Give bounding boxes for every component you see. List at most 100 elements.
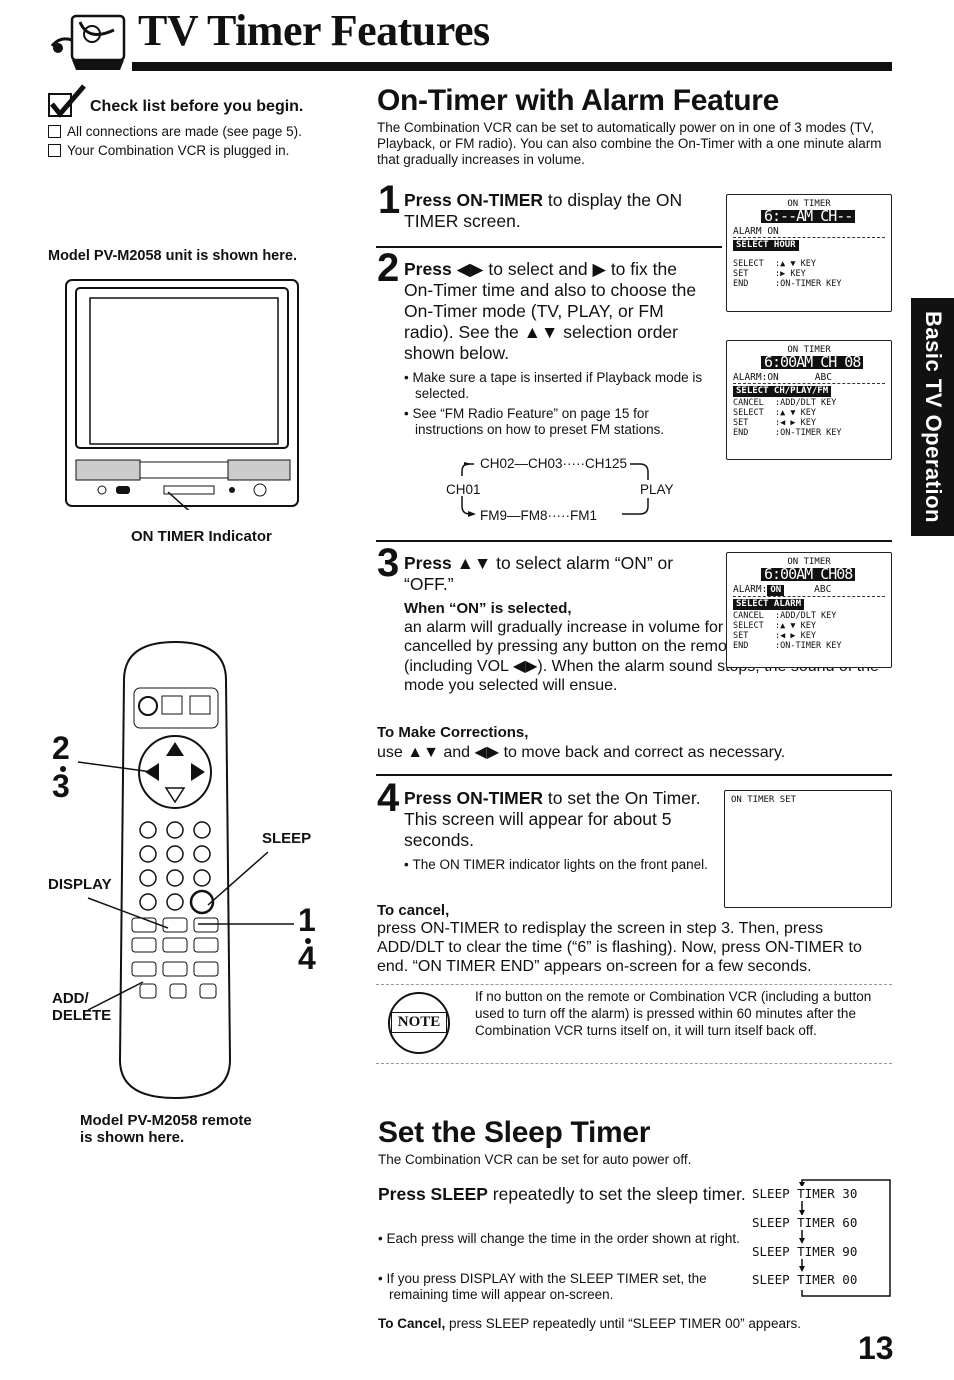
- osd-key-row: SELECT:▲ ▼ KEY: [733, 259, 816, 269]
- step-4-text: Press ON-TIMER to set the On Timer. This…: [404, 788, 701, 850]
- corrections-rule: [376, 774, 892, 776]
- header-tv-icon: [50, 8, 132, 74]
- unit-model-caption: Model PV-M2058 unit is shown here.: [48, 248, 297, 264]
- sleep-instruction: Press SLEEP repeatedly to set the sleep …: [378, 1184, 746, 1204]
- sleep-sequence-item: SLEEP TIMER 30: [752, 1186, 858, 1201]
- on-timer-heading: On-Timer with Alarm Feature: [377, 84, 779, 117]
- checkbox-icon: [48, 125, 61, 138]
- remote-step-3-label: 3: [52, 768, 70, 804]
- tv-unit-illustration: [64, 278, 300, 525]
- sleep-bullet: If you press DISPLAY with the SLEEP TIME…: [378, 1271, 748, 1303]
- cancel-heading: To cancel,: [377, 902, 450, 919]
- left-right-arrow-icon: ◀▶: [474, 744, 500, 761]
- osd-title: ON TIMER: [787, 199, 831, 209]
- remote-step-dot: [305, 938, 311, 944]
- sleep-bullet: Each press will change the time in the o…: [378, 1231, 748, 1247]
- osd-on-timer-set-screen: ON TIMER SET: [724, 790, 892, 908]
- order-right: PLAY: [640, 482, 674, 497]
- selection-order-diagram: CH02—CH03·····CH125 CH01 PLAY FM9—FM8···…: [444, 452, 694, 523]
- on-timer-intro: The Combination VCR can be set to automa…: [377, 120, 882, 167]
- step-1-rule: [376, 246, 722, 248]
- osd-key-row: SET:▶ KEY: [733, 269, 806, 279]
- page-title: TV Timer Features: [138, 6, 490, 55]
- step-2-bullet: See “FM Radio Feature” on page 15 for in…: [404, 406, 704, 438]
- page-number: 13: [858, 1330, 894, 1366]
- note-badge-label: NOTE: [391, 1012, 447, 1033]
- checkbox-icon: [48, 144, 61, 157]
- right-arrow-icon: ▶: [592, 259, 606, 279]
- cancel-text: press ON-TIMER to redisplay the screen i…: [377, 920, 862, 975]
- osd-key-row: END:ON-TIMER KEY: [733, 428, 842, 438]
- step-3-text: Press ▲▼ to select alarm “ON” or “OFF.”: [404, 553, 674, 594]
- checklist-item: All connections are made (see page 5).: [48, 124, 338, 139]
- osd-key-row: SET:◀ ▶ KEY: [733, 631, 816, 641]
- remote-step-4-label: 4: [298, 940, 316, 976]
- note-text: If no button on the remote or Combinatio…: [475, 989, 872, 1038]
- remote-callout-lines: [48, 720, 338, 1040]
- remote-add-label: ADD/: [52, 990, 89, 1007]
- step-1-text: Press ON-TIMER to display the ON TIMER s…: [404, 190, 683, 231]
- osd-alarm-row: ALARM ON: [733, 226, 885, 238]
- osd-key-row: SET:◀ ▶ KEY: [733, 418, 816, 428]
- osd-title: ON TIMER: [787, 557, 831, 567]
- up-down-arrow-icon: ▲▼: [523, 322, 559, 342]
- order-top: CH02—CH03·····CH125: [480, 456, 628, 471]
- remote-delete-label: DELETE: [52, 1007, 112, 1024]
- step-4-bullet: The ON TIMER indicator lights on the fro…: [404, 857, 716, 873]
- osd-key-row: END:ON-TIMER KEY: [733, 641, 842, 651]
- side-tab-label: Basic TV Operation: [920, 311, 946, 523]
- up-down-arrow-icon: ▲▼: [456, 553, 492, 573]
- osd-key-row: SELECT:▲ ▼ KEY: [733, 621, 816, 631]
- step-1-number: 1: [378, 178, 401, 222]
- sleep-cancel: To Cancel, press SLEEP repeatedly until …: [378, 1316, 801, 1331]
- sleep-sequence-item: SLEEP TIMER 60: [752, 1215, 858, 1230]
- remote-step-2-label: 2: [52, 730, 70, 766]
- remote-illustration: [110, 640, 240, 1102]
- osd-title: ON TIMER SET: [731, 795, 797, 805]
- header-rule: [132, 62, 892, 71]
- note-box: [376, 984, 892, 1064]
- checkmark-icon: [48, 84, 86, 118]
- checklist-title: Check list before you begin.: [90, 98, 304, 115]
- on-timer-indicator-caption: ON TIMER Indicator: [131, 528, 272, 545]
- side-tab: Basic TV Operation: [911, 298, 954, 536]
- osd-on-timer-screen-1: ON TIMER 6:--AM CH-- ALARM ON SELECT HOU…: [726, 194, 892, 312]
- remote-sleep-label: SLEEP: [262, 830, 312, 847]
- up-down-arrow-icon: ▲▼: [407, 744, 439, 761]
- osd-time-display: 6:00AM CH08: [761, 567, 856, 582]
- checklist-item: Your Combination VCR is plugged in.: [48, 143, 338, 158]
- remote-model-caption: Model PV-M2058 remote is shown here.: [80, 1112, 252, 1146]
- osd-title: ON TIMER: [787, 345, 831, 355]
- osd-select-bar: SELECT ALARM: [733, 599, 805, 610]
- step-2-bullet: Make sure a tape is inserted if Playback…: [404, 370, 704, 402]
- remote-display-label: DISPLAY: [48, 876, 112, 893]
- step-3-number: 3: [377, 541, 400, 585]
- step-2-number: 2: [377, 246, 400, 290]
- corrections-text: use ▲▼ and ◀▶ to move back and correct a…: [377, 744, 786, 761]
- step-2-text: Press ◀▶ to select and ▶ to fix the On-T…: [404, 259, 697, 363]
- step-4-number: 4: [377, 776, 400, 820]
- osd-time-display: 6:00AM CH 08: [761, 355, 864, 370]
- osd-key-row: CANCEL:ADD/DLT KEY: [733, 398, 837, 408]
- order-left: CH01: [446, 482, 481, 497]
- osd-select-bar: SELECT HOUR: [733, 240, 799, 251]
- sleep-sequence: SLEEP TIMER 30 SLEEP TIMER 60 SLEEP TIME…: [750, 1178, 892, 1298]
- checklist: Check list before you begin. All connect…: [48, 84, 338, 158]
- order-bottom: FM9—FM8·····FM1: [480, 508, 597, 523]
- osd-key-row: SELECT:▲ ▼ KEY: [733, 408, 816, 418]
- sleep-sequence-item: SLEEP TIMER 90: [752, 1244, 858, 1259]
- sleep-intro: The Combination VCR can be set for auto …: [378, 1152, 692, 1167]
- left-right-arrow-icon: ◀▶: [512, 657, 538, 675]
- osd-select-bar: SELECT CH/PLAY/FM: [733, 386, 832, 397]
- osd-time-display: 6:--AM CH--: [761, 209, 856, 224]
- remote-step-1-label: 1: [298, 902, 316, 938]
- note-badge-icon: [388, 992, 450, 1054]
- left-right-arrow-icon: ◀▶: [456, 259, 484, 279]
